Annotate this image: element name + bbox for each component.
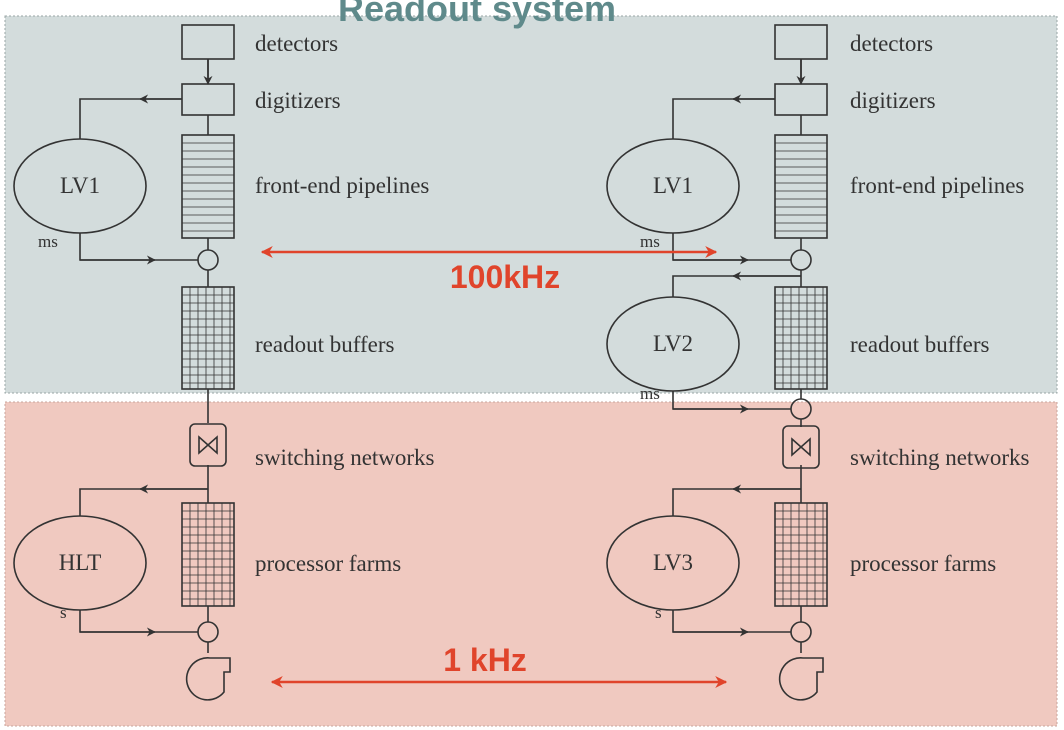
lv1-label: LV1 xyxy=(653,173,693,198)
switch-icon xyxy=(782,425,820,469)
stage-label-detectors: detectors xyxy=(850,31,933,56)
diagram-title: Readout system xyxy=(338,0,616,29)
processor-farms-box xyxy=(181,502,235,607)
stage-label-digitizers: digitizers xyxy=(255,88,341,113)
lv1-label: LV1 xyxy=(60,173,100,198)
stage-label-switching: switching networks xyxy=(850,445,1030,470)
switch-icon xyxy=(189,423,227,467)
rate-lower: 1 kHz xyxy=(270,642,728,688)
lv1-latency: ms xyxy=(38,232,58,251)
stage-label-farms: processor farms xyxy=(850,551,996,576)
stage-label-switching: switching networks xyxy=(255,445,435,470)
hlt-latency: s xyxy=(60,603,67,622)
storage-pump-icon xyxy=(778,657,824,701)
readout-buffers-box xyxy=(181,286,235,390)
hlt-label: HLT xyxy=(59,550,102,575)
lv1-latency: ms xyxy=(640,232,660,251)
left-system: LV1 ms HLT s detectors digitizers front-… xyxy=(13,24,435,701)
lower-band xyxy=(4,401,1058,727)
rate-upper: 100kHz xyxy=(260,246,718,295)
stage-label-readout: readout buffers xyxy=(850,332,989,357)
stage-label-pipelines: front-end pipelines xyxy=(255,173,429,198)
processor-farms-box xyxy=(774,502,828,607)
readout-buffers-box xyxy=(774,286,828,390)
pipelines-box xyxy=(181,134,235,239)
lv3-label: LV3 xyxy=(653,550,693,575)
lv2-label: LV2 xyxy=(653,331,693,356)
stage-label-pipelines: front-end pipelines xyxy=(850,173,1024,198)
storage-pump-icon xyxy=(185,657,231,701)
lv2-latency: ms xyxy=(640,384,660,403)
rate-upper-label: 100kHz xyxy=(450,259,560,295)
stage-label-digitizers: digitizers xyxy=(850,88,936,113)
pipelines-box xyxy=(774,134,828,239)
lv3-latency: s xyxy=(655,603,662,622)
right-system: LV1 ms LV2 ms LV3 s detectors digitizers… xyxy=(606,24,1030,701)
upper-band xyxy=(4,15,1058,394)
stage-label-farms: processor farms xyxy=(255,551,401,576)
rate-lower-label: 1 kHz xyxy=(443,642,527,678)
stage-label-detectors: detectors xyxy=(255,31,338,56)
stage-label-readout: readout buffers xyxy=(255,332,394,357)
